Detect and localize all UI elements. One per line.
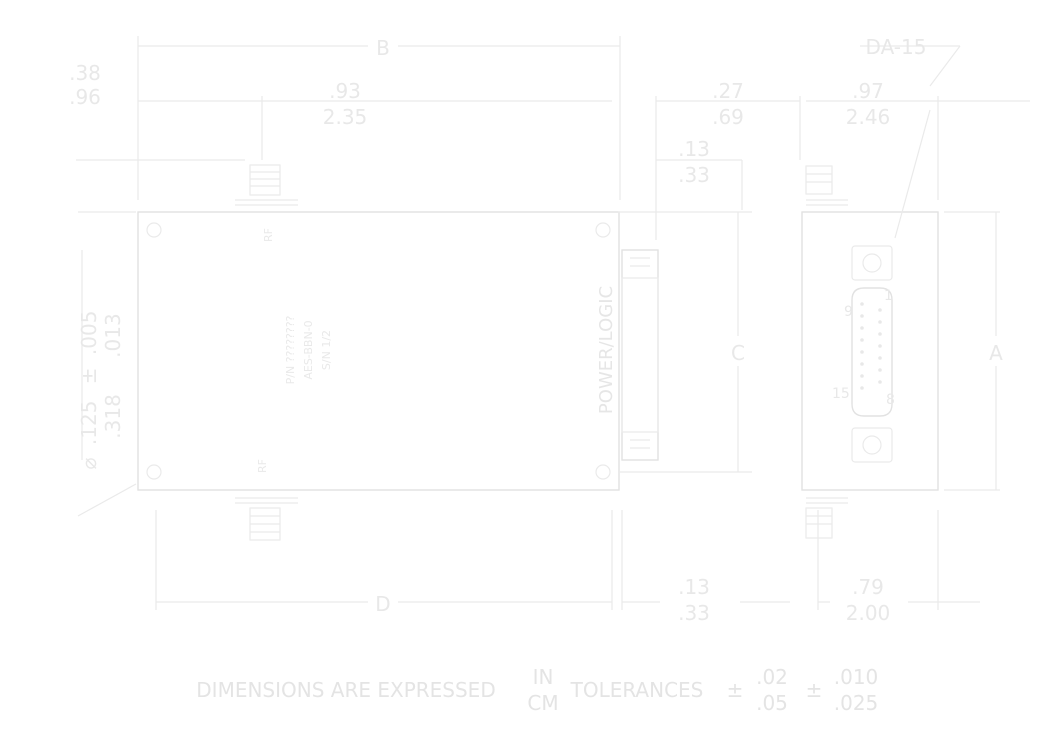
body-text-3: S/N 1/2: [320, 330, 333, 370]
rf-connector-top: [235, 164, 298, 206]
dim-hole-dia: ⌀ .125 ± .005: [77, 311, 101, 470]
dim-offset-left-cm: .96: [69, 85, 101, 109]
dim-bottom-gap-cm: .33: [678, 601, 710, 625]
mounting-hole-tr: [595, 222, 611, 238]
footer-pm-1: ±: [727, 678, 744, 702]
mounting-hole-tl: [146, 222, 162, 238]
dim-c: C: [731, 341, 745, 365]
dim-side-bottom-cm: 2.00: [846, 601, 891, 625]
dim-conn-gap-cm: .33: [678, 163, 710, 187]
body-text-2: AES-BBN-0: [302, 320, 315, 379]
mounting-hole-bl: [146, 464, 162, 480]
dim-side-bottom-in: .79: [852, 575, 884, 599]
pin-8-label: 8: [886, 392, 895, 408]
footer-tol2-bottom: .025: [834, 691, 879, 715]
footer-tol2-top: .010: [834, 665, 879, 689]
main-body-outline: [137, 211, 620, 491]
side-rf-top: [805, 165, 848, 206]
mounting-hole-br: [595, 464, 611, 480]
dim-conn-gap-in: .13: [678, 137, 710, 161]
footer-tol1-bottom: .05: [756, 691, 788, 715]
power-logic-connector: [621, 249, 659, 461]
pin-9-label: 9: [844, 304, 853, 320]
dim-conn-depth-in: .27: [712, 79, 744, 103]
rf-top-label: RF: [262, 228, 275, 242]
dim-side-offset-cm: 2.46: [846, 105, 891, 129]
dim-conn-depth-cm: .69: [712, 105, 744, 129]
rf-connector-bottom: [235, 497, 298, 541]
dim-d: D: [375, 592, 390, 616]
dim-hole-dia-cm: .318 .013: [101, 313, 125, 438]
dim-offset-left-in: .38: [69, 61, 101, 85]
footer-tol1-top: .02: [756, 665, 788, 689]
dim-rf-top-cm: 2.35: [323, 105, 368, 129]
footer-tolerances: TOLERANCES: [570, 678, 704, 702]
side-view-outline: [801, 211, 939, 491]
body-text-1: P/N ????????: [284, 315, 297, 384]
pin-1-label: 1: [884, 288, 893, 304]
dim-da15: DA-15: [866, 35, 927, 59]
dim-a: A: [989, 341, 1003, 365]
footer-unit-cm: CM: [527, 691, 558, 715]
footer-pm-2: ±: [806, 678, 823, 702]
side-rf-bottom: [805, 497, 848, 539]
da15-connector: 9 1 15 8: [832, 245, 895, 463]
power-logic-label: POWER/LOGIC: [596, 286, 617, 414]
dim-side-offset-in: .97: [852, 79, 884, 103]
rf-bottom-label: RF: [256, 459, 269, 473]
dim-bottom-gap-in: .13: [678, 575, 710, 599]
footer-unit-in: IN: [533, 665, 554, 689]
dim-b: B: [376, 36, 390, 60]
footer-prefix: DIMENSIONS ARE EXPRESSED: [196, 678, 495, 702]
dim-rf-top-in: .93: [329, 79, 361, 103]
pin-15-label: 15: [832, 386, 850, 402]
